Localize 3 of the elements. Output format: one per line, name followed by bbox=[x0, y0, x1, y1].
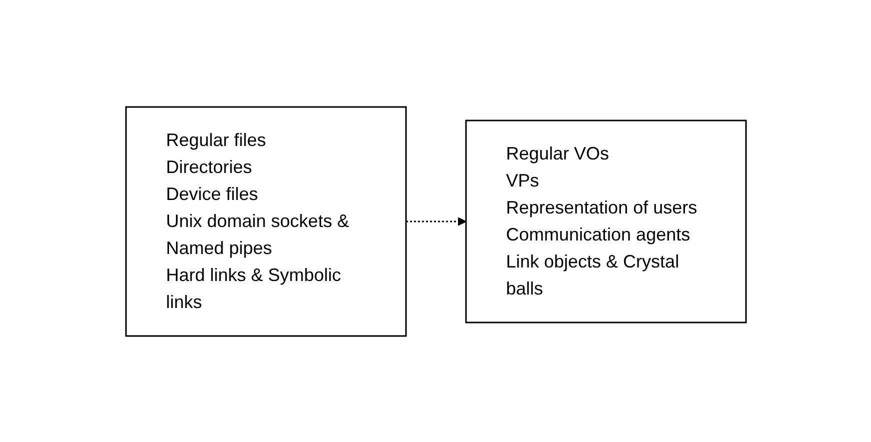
node-box: Regular VOs VPs Representation of users Communication agents Link objects & Crystal balls bbox=[464, 119, 746, 323]
arrow bbox=[406, 216, 466, 226]
node-box: Regular files Directories Device files Unix domain sockets & Named pipes Hard links & Symbolic links bbox=[124, 106, 406, 336]
